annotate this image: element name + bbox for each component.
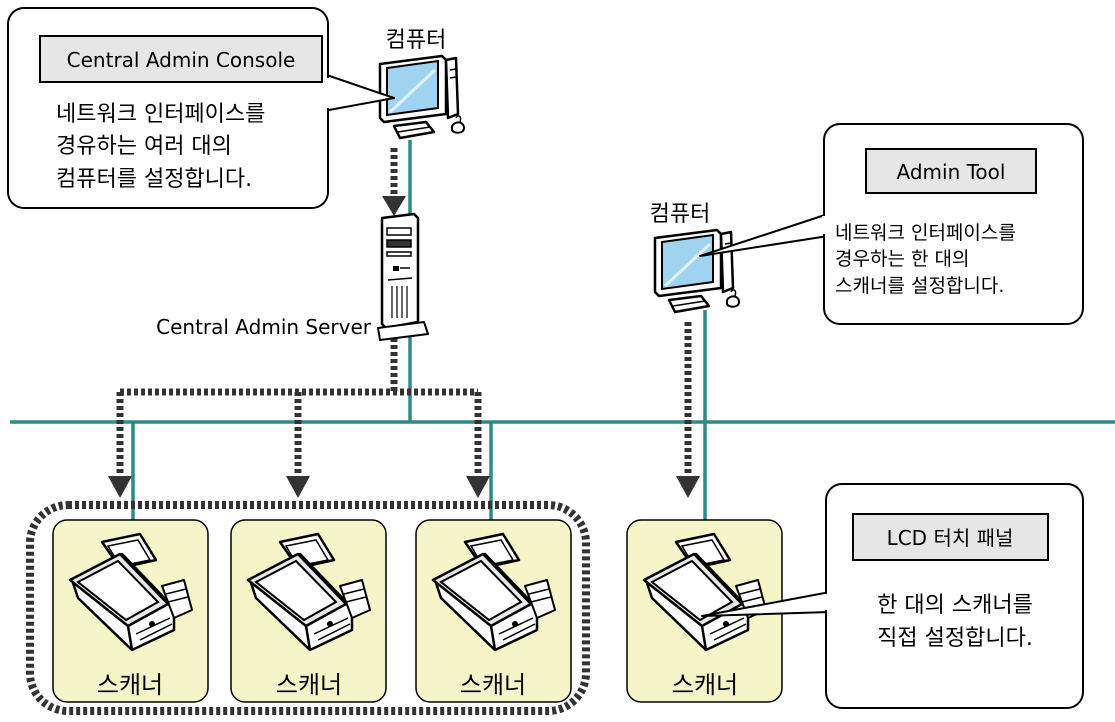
arrowhead-scanner4 <box>676 476 700 498</box>
scanner-label: 스캐너 <box>672 671 738 699</box>
callout-join <box>316 78 330 108</box>
callout-title: LCD 터치 패널 <box>887 526 1014 550</box>
callout-title-box <box>39 35 323 83</box>
scanner-panel-1[interactable]: 스캐너 <box>52 519 209 703</box>
scanner-label: 스캐너 <box>97 671 163 699</box>
server-label: Central Admin Server <box>156 315 372 339</box>
callout-line-3: 스캐너를 설정합니다. <box>835 275 1004 297</box>
callout-title: Admin Tool <box>897 160 1006 184</box>
callout-line-1: 네트워크 인터페이스를 <box>835 222 1016 244</box>
callout-title: Central Admin Console <box>67 48 296 72</box>
callout-join <box>822 216 834 234</box>
callout-line-3: 컴퓨터를 설정합니다. <box>56 167 252 192</box>
callout-line-2: 직접 설정합니다. <box>877 626 1033 651</box>
scanner-group-boundary <box>26 501 590 715</box>
console-callout: Central Admin Console 네트워크 인터페이스를 경유하는 여… <box>7 7 395 209</box>
network-lines <box>10 140 1115 520</box>
scanner-panel-3[interactable]: 스캐너 <box>415 519 572 703</box>
arrowhead-scanner2 <box>286 476 310 498</box>
arrowhead-scanner3 <box>466 476 490 498</box>
scanner-label: 스캐너 <box>460 671 526 699</box>
server-icon[interactable] <box>377 212 429 341</box>
arrow-heads <box>108 196 700 498</box>
callout-line-1: 한 대의 스캐너를 <box>877 593 1033 618</box>
callout-line-1: 네트워크 인터페이스를 <box>56 102 265 127</box>
arrowhead-scanner1 <box>108 476 132 498</box>
callout-join <box>824 594 836 610</box>
dotted-arrows <box>116 148 692 478</box>
scanner-panel-4[interactable]: 스캐너 <box>626 519 783 703</box>
callout-line-2: 경우하는 한 대의 <box>835 248 969 270</box>
computer-label-1: 컴퓨터 <box>386 28 447 53</box>
callout-line-2: 경유하는 여러 대의 <box>56 134 232 159</box>
lcd-callout: LCD 터치 패널 한 대의 스캐너를 직접 설정합니다. <box>701 483 1084 709</box>
scanner-label: 스캐너 <box>276 671 342 699</box>
arrowhead-server <box>382 196 406 216</box>
admin-tool-callout: Admin Tool 네트워크 인터페이스를 경우하는 한 대의 스캐너를 설정… <box>699 123 1084 325</box>
callout-title-box <box>865 148 1037 194</box>
scanner-panel-2[interactable]: 스캐너 <box>230 519 387 703</box>
computer-label-2: 컴퓨터 <box>650 202 711 227</box>
computer-icon-2[interactable] <box>653 228 741 314</box>
callout-title-box <box>852 513 1049 561</box>
